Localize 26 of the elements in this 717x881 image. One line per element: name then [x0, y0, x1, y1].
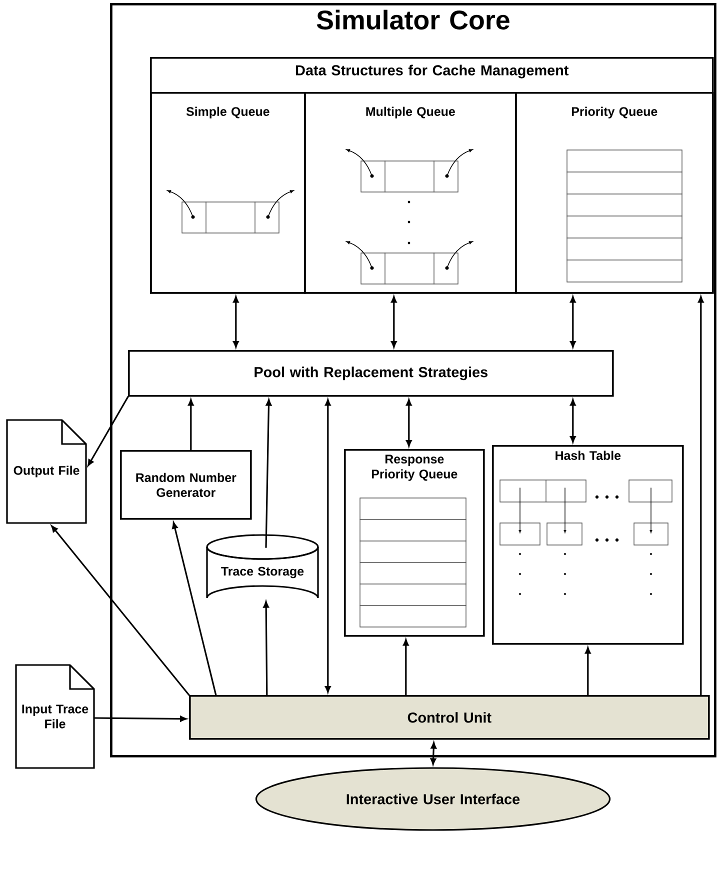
arrow [265, 399, 272, 548]
panel: Simple Queue [150, 92, 306, 294]
arrow [430, 742, 436, 765]
panel: Multiple Queue [304, 92, 517, 294]
arrow [233, 296, 239, 348]
process-box: Control Unit [189, 695, 710, 740]
arrow [325, 399, 331, 693]
arrow [94, 716, 187, 722]
arrow [570, 296, 576, 348]
arrow [406, 399, 412, 447]
arrow [51, 525, 190, 696]
process-box: Pool with Replacement Strategies [128, 350, 614, 397]
arrow [263, 601, 269, 696]
panel: Hash Table [492, 445, 684, 645]
process-box: Random Number Generator [120, 450, 252, 520]
arrow [391, 296, 397, 348]
arrow [172, 522, 217, 696]
panel: Priority Queue [515, 92, 714, 294]
arrow [188, 399, 194, 451]
storage-cylinder: Trace Storage [206, 534, 319, 599]
arrow [698, 296, 704, 696]
arrow [88, 396, 129, 466]
arrow [570, 399, 576, 443]
panel: Response Priority Queue [344, 449, 485, 637]
arrow [403, 639, 409, 696]
arrow [585, 647, 591, 696]
